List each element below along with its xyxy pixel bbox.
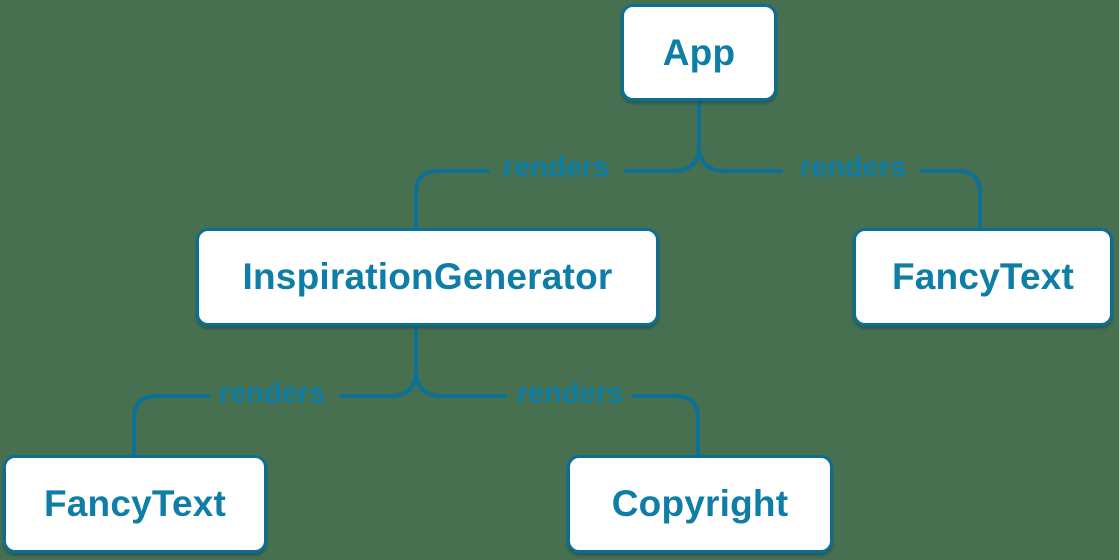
node-inspiration-generator: InspirationGenerator — [196, 228, 659, 326]
edge-label-renders: renders — [218, 377, 326, 410]
edge-into-fancytext-top-line — [920, 169, 982, 232]
node-copyright-label: Copyright — [611, 483, 789, 524]
node-fancy-text-top: FancyText — [853, 228, 1113, 326]
edge-app-to-inspirationgenerator-line — [624, 98, 701, 173]
edge-app-to-fancytext-line — [697, 98, 783, 173]
node-fancy-text-bottom: FancyText — [3, 455, 267, 553]
node-inspiration-generator-label: InspirationGenerator — [242, 256, 613, 297]
edge-label-renders: renders — [502, 151, 610, 184]
node-app-label: App — [662, 31, 736, 73]
node-fancy-text-bottom-label: FancyText — [43, 483, 227, 524]
edge-label-renders: renders — [799, 151, 907, 184]
edge-into-fancytext-bottom-line — [132, 394, 211, 459]
node-app: App — [621, 4, 777, 101]
edge-label-renders: renders — [516, 377, 624, 410]
node-copyright: Copyright — [567, 455, 833, 553]
edge-into-copyright-line — [631, 394, 700, 459]
edge-ig-to-copyright-line — [414, 322, 507, 398]
edge-ig-to-fancytext-line — [339, 322, 418, 398]
node-fancy-text-top-label: FancyText — [891, 256, 1075, 297]
edge-into-inspirationgenerator-line — [414, 169, 490, 232]
